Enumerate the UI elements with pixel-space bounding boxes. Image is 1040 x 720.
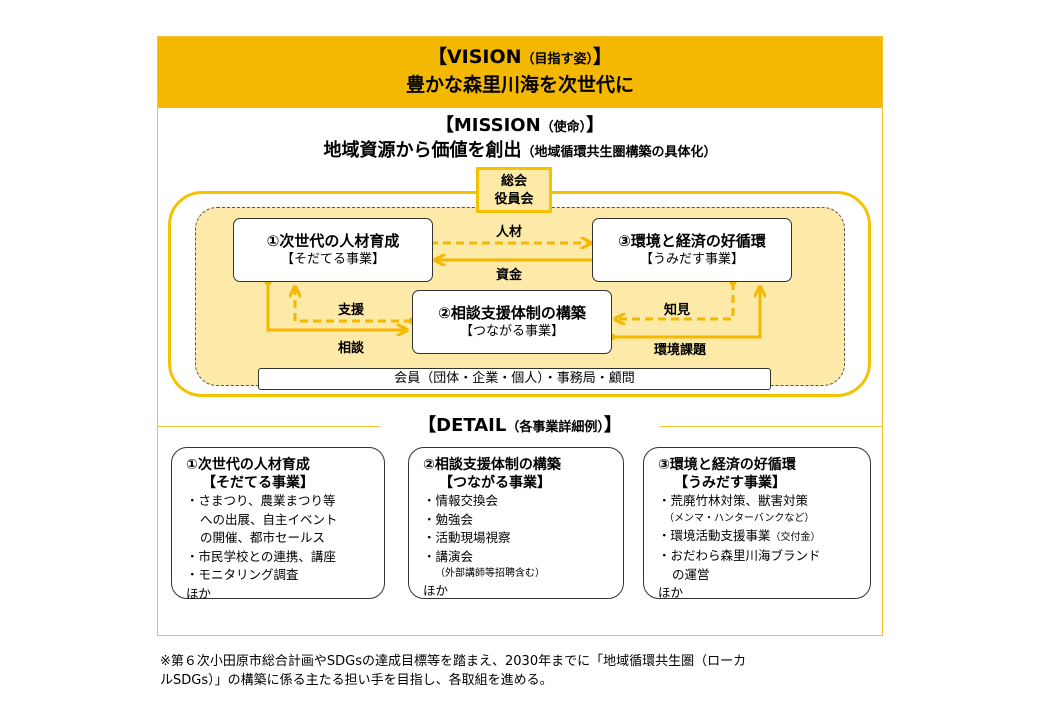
- node3-title: ③環境と経済の好循環: [618, 232, 766, 250]
- mission-text: 地域資源から価値を創出（地域循環共生圏構築の具体化）: [158, 139, 882, 165]
- detail-box2-item: （外部講師等招聘含む）: [435, 568, 545, 579]
- node-environment-economy: ③環境と経済の好循環 【うみだす事業】: [592, 218, 792, 282]
- detail-box1-item: ・さまつり、農業まつり等: [186, 493, 336, 508]
- mission-text-sub: （地域循環共生圏構築の具体化）: [521, 145, 717, 160]
- arrow-kadai: [614, 288, 760, 339]
- detail-box3-sub: 【うみだす事業】: [674, 475, 786, 491]
- detail-box2-title: ②相談支援体制の構築: [423, 457, 561, 473]
- detail-box3-item: ・環境活動支援事業（交付金）: [644, 527, 870, 548]
- arrow-shien: [295, 288, 412, 323]
- detail-heading-end: 】: [603, 415, 622, 436]
- detail-box3-item: ・荒廃竹林対策、獣害対策: [658, 493, 809, 508]
- node2-title: ②相談支援体制の構築: [438, 304, 586, 322]
- detail-box-environment-economy: ③環境と経済の好循環 【うみだす事業】 ・荒廃竹林対策、獣害対策 （メンマ・ハン…: [643, 447, 871, 600]
- node-human-resources: ①次世代の人材育成 【そだてる事業】: [233, 218, 433, 282]
- detail-box1-title: ①次世代の人材育成: [186, 457, 310, 473]
- mission-heading-sub: （使命）: [540, 120, 587, 135]
- label-jinzai: 人材: [496, 225, 523, 240]
- detail-box1-sub: 【そだてる事業】: [202, 475, 314, 491]
- detail-heading: 【DETAIL（各事業詳細例）】: [380, 414, 660, 440]
- label-shien: 支援: [338, 303, 365, 318]
- mission-text-main: 地域資源から価値を創出: [323, 140, 522, 161]
- detail-box2-item: ・勉強会: [423, 511, 474, 527]
- vision-text: 豊かな森里川海を次世代に: [405, 74, 634, 96]
- node-consultation-support: ②相談支援体制の構築 【つながる事業】: [412, 290, 612, 354]
- detail-box1-item: の開催、都市セールス: [200, 530, 326, 545]
- vision-banner: 【VISION（目指す姿）】 豊かな森里川海を次世代に: [158, 37, 882, 108]
- detail-heading-label: 【DETAIL: [418, 415, 507, 436]
- label-kadai: 環境課題: [654, 343, 707, 358]
- footnote-line-2: ルSDGs）」の構築に係る主たる担い手を目指し、各取組を進める。: [160, 673, 553, 688]
- mission-heading: 【MISSION（使命）】: [158, 114, 882, 140]
- detail-box1-item: への出展、自主イベント: [200, 511, 338, 527]
- detail-box3-item-text: ・環境活動支援事業: [658, 527, 771, 543]
- detail-box2-item: ・講演会: [423, 548, 474, 564]
- detail-box2-item: ほか: [423, 583, 449, 598]
- detail-box1-item: ・モニタリング調査: [186, 567, 299, 582]
- label-chiken: 知見: [664, 303, 691, 318]
- vision-heading: 【VISION（目指す姿）】: [158, 45, 882, 72]
- detail-box3-title: ③環境と経済の好循環: [658, 457, 796, 473]
- general-assembly-label: 総会: [500, 174, 527, 189]
- detail-box2-sub: 【つながる事業】: [439, 475, 551, 491]
- node3-sub: 【うみだす事業】: [639, 252, 744, 267]
- detail-box3-item: ・おだわら森里川海ブランド: [658, 548, 821, 563]
- detail-box3-item-sub: （交付金）: [770, 531, 821, 543]
- detail-heading-sub: （各事業詳細例）: [506, 420, 604, 435]
- detail-box-human-resources: ①次世代の人材育成 【そだてる事業】 ・さまつり、農業まつり等 への出展、自主イ…: [171, 447, 385, 601]
- vision-heading-label: 【VISION: [427, 46, 522, 68]
- detail-box3-item: の運営: [672, 566, 710, 582]
- detail-box1-item: ・市民学校との連携、講座: [186, 548, 336, 564]
- mission-heading-label: 【MISSION: [435, 115, 541, 136]
- detail-box2-item: ・情報交換会: [423, 493, 499, 508]
- footnote-line-1: ※第６次小田原市総合計画やSDGsの達成目標等を踏まえ、2030年までに「地域循…: [160, 654, 747, 669]
- detail-box1-item: ほか: [186, 585, 212, 601]
- vision-heading-sub: （目指す姿）: [521, 52, 594, 67]
- detail-box-consultation-support: ②相談支援体制の構築 【つながる事業】 ・情報交換会 ・勉強会 ・活動現場視察 …: [408, 447, 624, 599]
- outer-frame: [157, 36, 883, 636]
- members-bar: 会員（団体・企業・個人）・事務局・顧問: [258, 368, 771, 390]
- arrow-soudan: [266, 282, 406, 330]
- node1-sub: 【そだてる事業】: [280, 252, 385, 267]
- detail-box3-item: ほか: [658, 585, 684, 600]
- node1-title: ①次世代の人材育成: [266, 232, 400, 250]
- label-shikin: 資金: [496, 268, 523, 283]
- general-assembly-box: 総会 役員会: [476, 167, 552, 213]
- label-soudan: 相談: [338, 341, 365, 356]
- node2-sub: 【つながる事業】: [459, 324, 564, 339]
- mission-heading-end: 】: [586, 115, 605, 136]
- board-label: 役員会: [494, 192, 534, 207]
- detail-box3-item: （メンマ・ハンターバンクなど）: [664, 512, 815, 524]
- vision-heading-end: 】: [593, 46, 613, 68]
- detail-box2-item: ・活動現場視察: [423, 530, 511, 545]
